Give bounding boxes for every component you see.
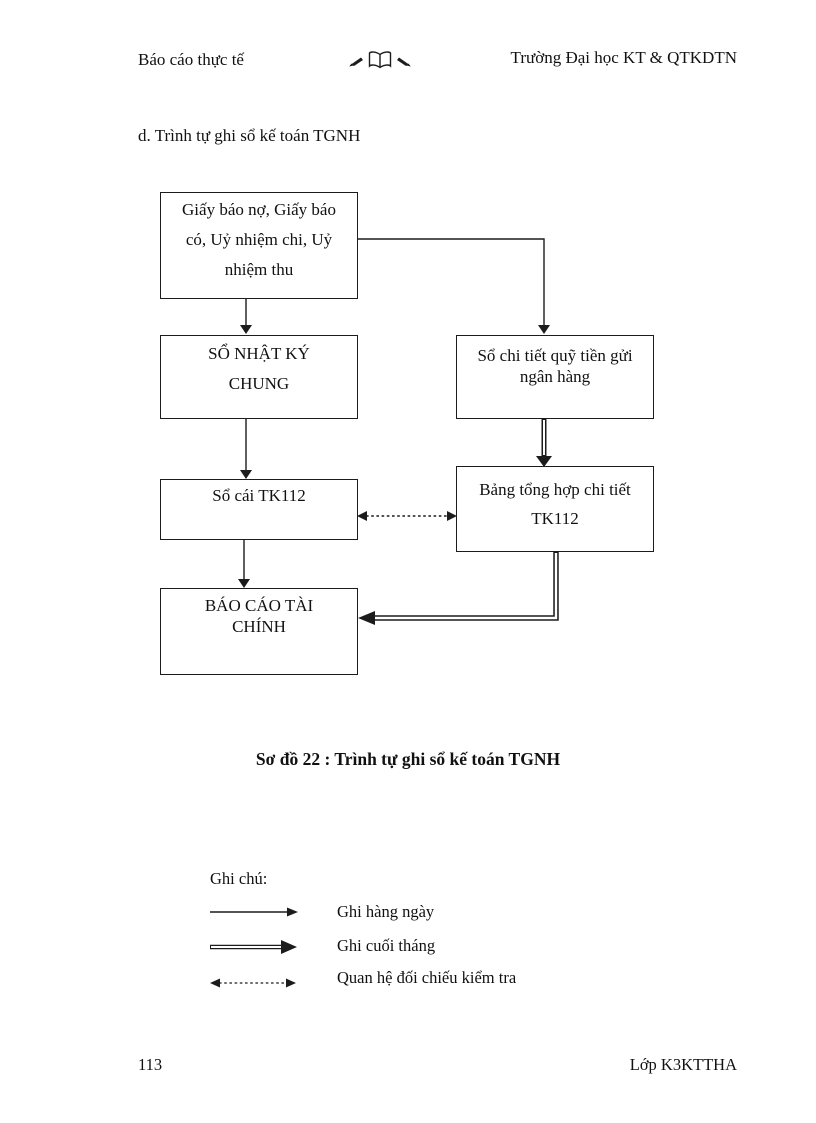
box-detail-summary-tk112: Bảng tổng hợp chi tiết TK112 [456, 466, 654, 552]
arrow-documents-to-bank-detail-ledger [358, 238, 550, 334]
footer-class-label: Lớp K3KTTHA [629, 1055, 737, 1074]
legend-item-daily: Ghi hàng ngày [337, 902, 435, 921]
diagram-caption: Sơ đồ 22 : Trình tự ghi sổ kế toán TGNH [255, 749, 561, 769]
footer-page-number: 113 [138, 1055, 163, 1074]
legend-item-check: Quan hệ đối chiếu kiểm tra [337, 968, 517, 987]
arrow-check-ledger-vs-summary [357, 511, 457, 521]
legend-item-monthly: Ghi cuối tháng [337, 936, 436, 955]
box-general-journal: SỔ NHẬT KÝ CHUNG [160, 335, 358, 419]
open-book-with-pens-ornament-icon [347, 50, 413, 72]
legend-double-line-arrow-icon [210, 940, 297, 954]
legend-dashed-double-arrow-icon [210, 978, 296, 988]
section-title: d. Trình tự ghi sổ kế toán TGNH [138, 126, 361, 145]
legend-title: Ghi chú: [210, 869, 268, 888]
arrow-summary-to-financial-monthly [358, 552, 559, 625]
box-financial-statements: BÁO CÁO TÀI CHÍNH [160, 588, 358, 675]
arrow-journal-to-general-ledger [240, 419, 252, 479]
arrow-documents-to-general-journal [240, 299, 252, 334]
box-source-documents: Giấy báo nợ, Giấy báo có, Uỷ nhiệm chi, … [160, 192, 358, 299]
header-left-text: Báo cáo thực tế [138, 50, 244, 69]
arrow-detail-ledger-to-summary-monthly [536, 419, 552, 467]
arrow-general-ledger-to-financial [238, 540, 250, 588]
header-right-text: Trường Đại học KT & QTKDTN [510, 48, 737, 67]
legend-solid-arrow-icon [210, 907, 298, 917]
box-general-ledger-tk112: Sổ cái TK112 [160, 479, 358, 540]
box-bank-detail-ledger: Sổ chi tiết quỹ tiền gửi ngân hàng [456, 335, 654, 419]
